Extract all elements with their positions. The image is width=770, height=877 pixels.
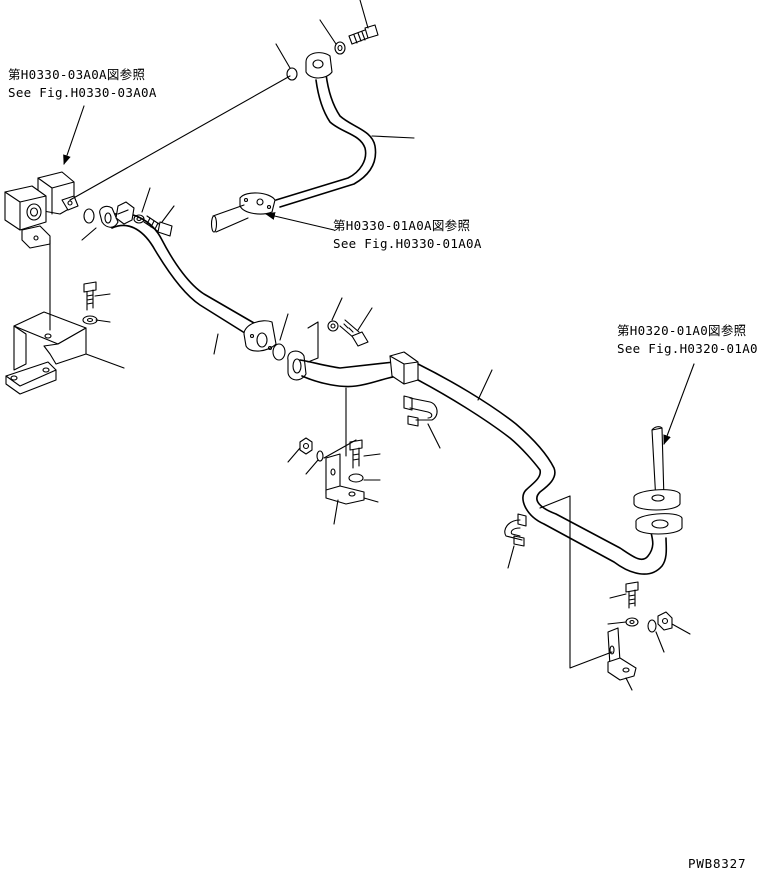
center-o-ring xyxy=(272,343,286,361)
top-washer xyxy=(334,41,346,55)
right-lockwasher xyxy=(647,619,657,633)
right-nut xyxy=(657,611,673,631)
reference-arrows xyxy=(63,105,695,445)
center-bracket-bolt xyxy=(349,439,363,469)
reference-note-h0320-01a0: 第H0320-01A0図参照 See Fig.H0320-01A0 xyxy=(617,322,758,358)
right-vertical-pipe xyxy=(633,426,683,535)
u-bolt-center xyxy=(403,395,438,427)
right-bracket-bolt xyxy=(625,581,639,609)
middle-pipe-flange xyxy=(115,201,135,225)
reference-note-h0330-01a0a: 第H0330-01A0A図参照 See Fig.H0330-01A0A xyxy=(333,217,482,253)
reference-note-en: See Fig.H0330-01A0A xyxy=(333,236,482,251)
alignment-lines xyxy=(49,75,613,669)
upper-flange-lower xyxy=(239,192,276,215)
reference-note-en: See Fig.H0330-03A0A xyxy=(8,85,157,100)
top-flange xyxy=(305,52,333,79)
top-o-ring xyxy=(286,67,298,81)
u-bolt-right xyxy=(504,513,527,547)
center-nut xyxy=(299,437,313,455)
center-flange xyxy=(243,320,277,352)
upper-pipe xyxy=(275,73,377,208)
reference-note-jp: 第H0320-01A0図参照 xyxy=(617,323,747,338)
elbow-pipe xyxy=(287,350,399,388)
right-bracket-washer xyxy=(625,617,639,627)
top-bolt xyxy=(348,24,379,45)
middle-washer xyxy=(133,214,145,224)
connecting-hose-stub xyxy=(210,204,249,233)
left-bracket-bolt xyxy=(83,281,97,311)
reference-note-h0330-03a0a: 第H0330-03A0A図参照 See Fig.H0330-03A0A xyxy=(8,66,157,102)
center-bracket xyxy=(325,453,365,505)
reference-note-jp: 第H0330-01A0A図参照 xyxy=(333,218,471,233)
reference-note-jp: 第H0330-03A0A図参照 xyxy=(8,67,146,82)
reference-note-en: See Fig.H0320-01A0 xyxy=(617,341,758,356)
center-washer xyxy=(348,473,364,483)
right-bracket xyxy=(607,627,637,681)
left-o-ring xyxy=(83,208,95,224)
center-lockwasher xyxy=(316,450,324,462)
upper-middle-washer xyxy=(327,320,339,332)
upper-middle-bolt xyxy=(339,319,369,347)
left-bracket xyxy=(5,311,87,395)
long-pipe xyxy=(417,363,668,575)
pipe-clamp-block xyxy=(389,351,419,385)
middle-bolt xyxy=(143,215,173,237)
drawing-code: PWB8327 xyxy=(688,856,747,871)
left-bracket-washer xyxy=(82,315,98,325)
leader-lines xyxy=(81,0,691,691)
valve-block xyxy=(4,171,79,249)
